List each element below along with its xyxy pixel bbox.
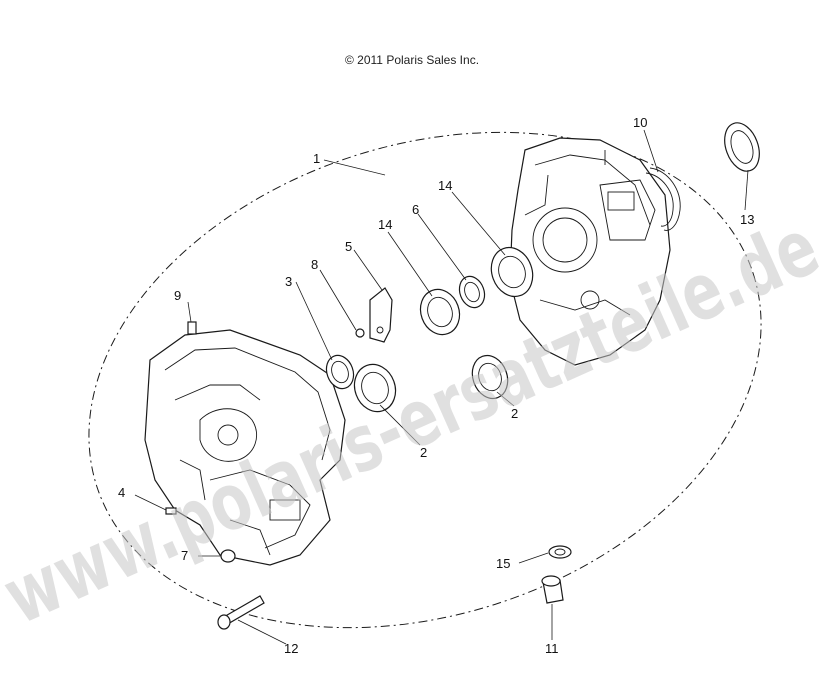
bearing-2-left xyxy=(353,363,397,413)
plate-5 xyxy=(369,287,393,343)
callout-3: 3 xyxy=(285,274,292,289)
watermark-text: www.polaris-ersatzteile.de xyxy=(0,202,830,642)
callout-2-left: 2 xyxy=(420,445,427,460)
callout-6: 6 xyxy=(412,202,419,217)
leader-lines xyxy=(134,129,749,645)
callout-10: 10 xyxy=(633,115,647,130)
callout-4: 4 xyxy=(118,485,125,500)
callout-1: 1 xyxy=(313,151,320,166)
callout-14-upper: 14 xyxy=(438,178,452,193)
callout-15: 15 xyxy=(496,556,510,571)
crankcase-assembly-outline xyxy=(88,131,762,629)
callout-7: 7 xyxy=(181,548,188,563)
drain-plug-11 xyxy=(541,575,564,604)
dowel-4 xyxy=(165,507,177,515)
callout-12: 12 xyxy=(284,641,298,656)
callout-5: 5 xyxy=(345,239,352,254)
bearing-2-right xyxy=(471,354,509,400)
callout-9: 9 xyxy=(174,288,181,303)
callout-14-lower: 14 xyxy=(378,217,392,232)
copyright-text: © 2011 Polaris Sales Inc. xyxy=(345,53,479,67)
bearing-14-upper xyxy=(490,246,534,298)
sleeve-6 xyxy=(458,275,486,309)
callout-13: 13 xyxy=(740,212,754,227)
bearing-14-lower xyxy=(419,288,461,336)
left-crankcase-half xyxy=(144,329,346,566)
screw-8 xyxy=(355,328,365,338)
snap-ring-10 xyxy=(645,167,681,231)
seal-3 xyxy=(325,354,355,390)
callouts: 1 2 2 3 4 5 6 7 8 9 10 11 12 13 14 14 15 xyxy=(118,115,754,656)
washer-15 xyxy=(548,545,572,559)
callout-11: 11 xyxy=(545,641,559,656)
callout-2-right: 2 xyxy=(511,406,518,421)
callout-8: 8 xyxy=(311,257,318,272)
dowel-9 xyxy=(187,321,197,335)
seal-13 xyxy=(724,122,760,172)
bolt-12 xyxy=(217,595,265,630)
